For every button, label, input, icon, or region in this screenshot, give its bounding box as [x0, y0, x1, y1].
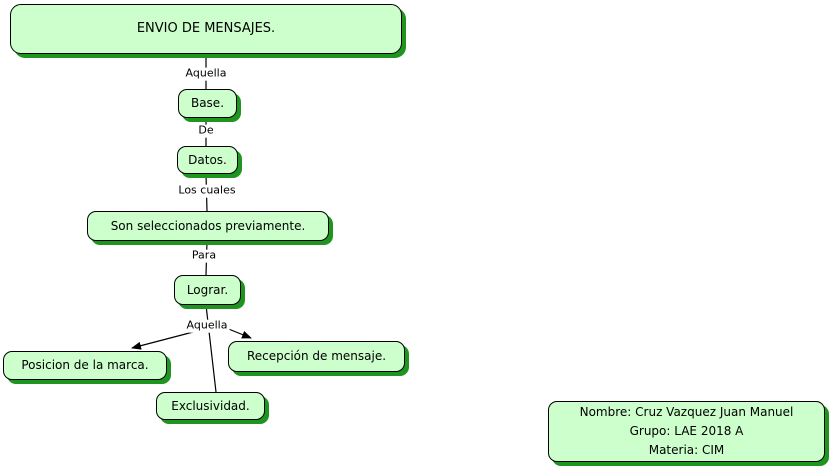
concept-node-label: Recepción de mensaje. — [246, 349, 387, 364]
concept-node-label: ENVIO DE MENSAJES. — [136, 21, 276, 37]
concept-node-lograr[interactable]: Lograr. — [174, 275, 241, 305]
concept-node-exclusividad[interactable]: Exclusividad. — [156, 392, 265, 420]
link-phrase-para[interactable]: Para — [189, 248, 219, 263]
credit-line-nombre: Nombre: Cruz Vazquez Juan Manuel — [579, 405, 794, 419]
concept-node-base[interactable]: Base. — [178, 89, 237, 118]
concept-node-label: Lograr. — [186, 282, 229, 297]
concept-node-label: Posicion de la marca. — [21, 358, 149, 373]
concept-node-datos[interactable]: Datos. — [177, 146, 238, 174]
link-phrase-aquella-1[interactable]: Aquella — [183, 66, 229, 81]
concept-node-label: Datos. — [188, 152, 227, 167]
credit-line-materia: Materia: CIM — [648, 443, 725, 457]
concept-node-recepcion-de-mensaje[interactable]: Recepción de mensaje. — [228, 341, 405, 372]
credit-line-grupo: Grupo: LAE 2018 A — [629, 424, 744, 438]
link-phrase-los-cuales[interactable]: Los cuales — [176, 183, 238, 198]
concept-node-posicion-de-la-marca[interactable]: Posicion de la marca. — [3, 351, 167, 380]
concept-node-label: Son seleccionados previamente. — [110, 218, 306, 233]
link-phrase-de[interactable]: De — [196, 123, 216, 138]
link-phrase-aquella-2[interactable]: Aquella — [184, 318, 230, 333]
concept-node-label: Exclusividad. — [171, 398, 250, 413]
concept-node-envio-de-mensajes[interactable]: ENVIO DE MENSAJES. — [10, 4, 402, 54]
concept-node-label: Base. — [190, 96, 225, 111]
concept-node-son-seleccionados[interactable]: Son seleccionados previamente. — [87, 211, 329, 241]
credit-box[interactable]: Nombre: Cruz Vazquez Juan Manuel Grupo: … — [548, 401, 825, 462]
